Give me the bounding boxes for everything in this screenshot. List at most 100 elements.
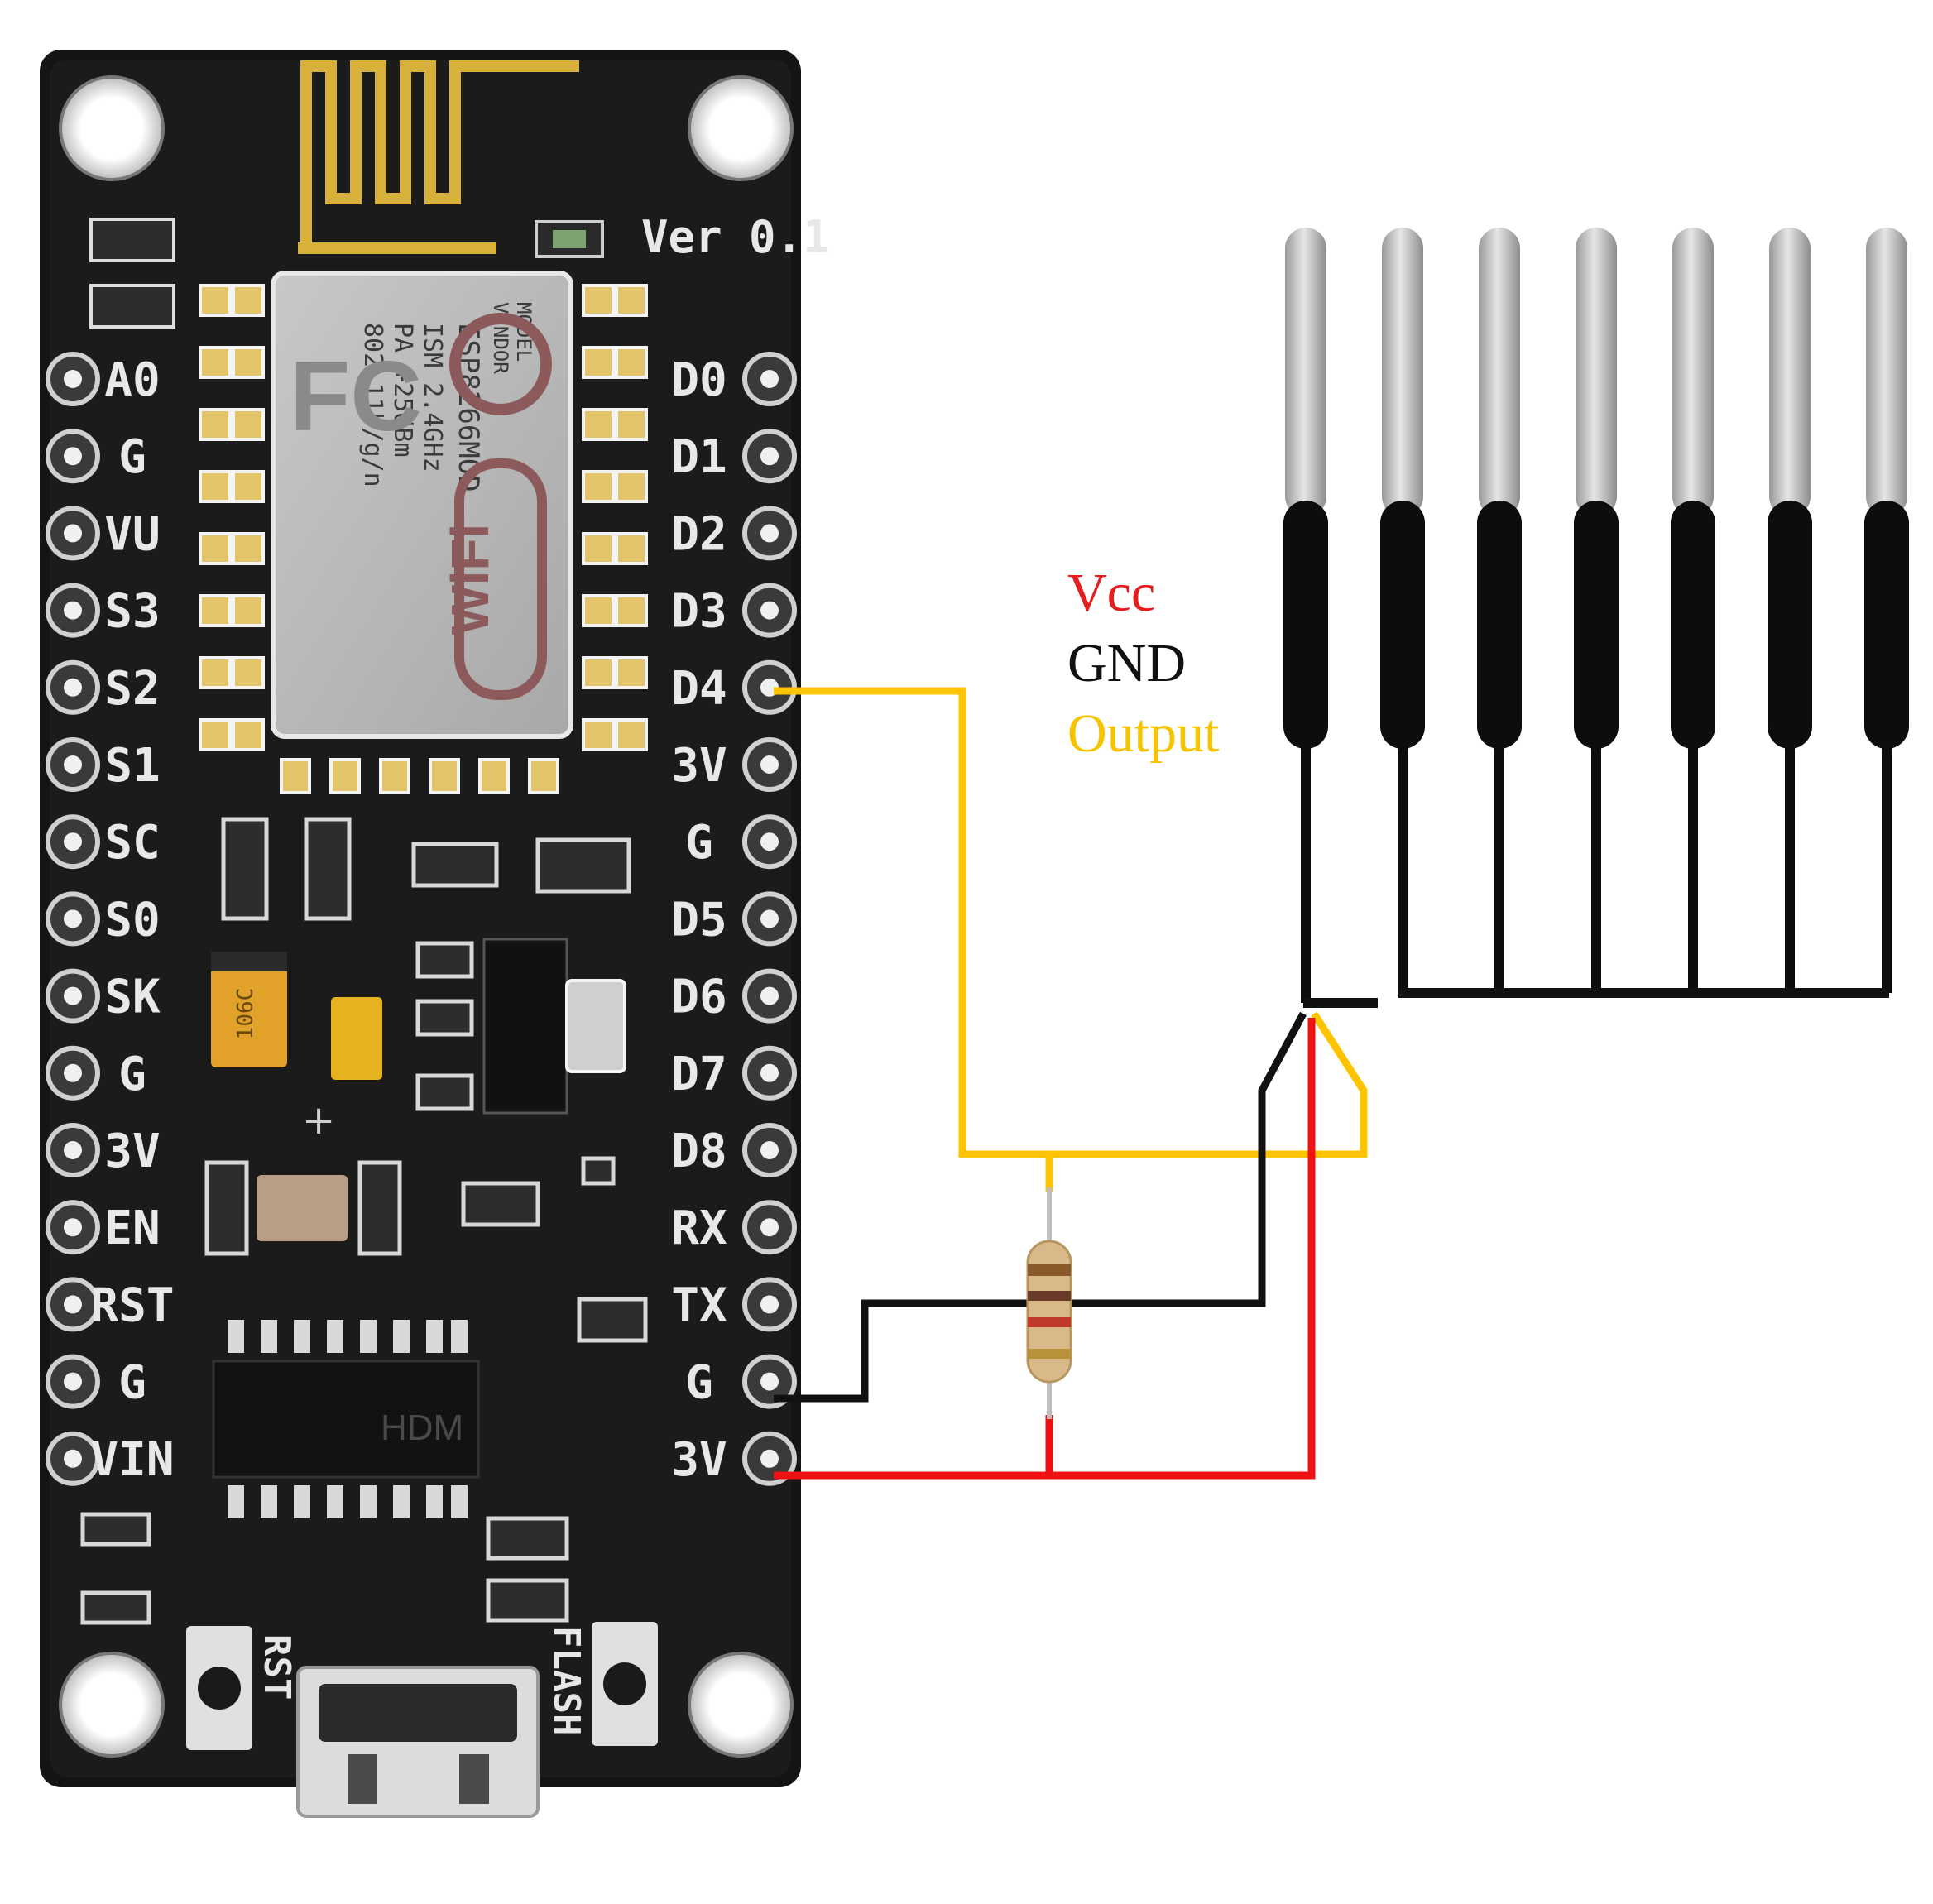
fcc-mark: FC xyxy=(290,341,422,452)
left-header-pin[interactable] xyxy=(46,1354,100,1409)
legend-vcc: Vcc xyxy=(1067,563,1155,623)
left-header-pin-label: SK xyxy=(104,971,161,1024)
left-header-pin-label: RST xyxy=(90,1278,174,1332)
right-header-pin-label: D0 xyxy=(671,353,727,407)
right-header-pin-label: D1 xyxy=(671,430,727,484)
module-spec-line: PA +25dBm xyxy=(388,323,417,458)
legend-gnd: GND xyxy=(1067,633,1186,693)
left-header-pin-label: A0 xyxy=(104,353,160,407)
right-header-pin[interactable] xyxy=(742,1123,797,1177)
small-capacitor xyxy=(331,997,382,1080)
flash-button-label: FLASH xyxy=(545,1626,588,1735)
left-header-pin-label: S0 xyxy=(104,893,160,947)
micro-usb-port[interactable] xyxy=(296,1666,540,1818)
flash-button[interactable] xyxy=(592,1622,658,1746)
reset-button-label: RST xyxy=(256,1634,298,1700)
right-header-pin[interactable] xyxy=(742,1200,797,1255)
module-bottom-pads xyxy=(280,758,559,794)
left-header-pin-label: G xyxy=(118,1356,146,1410)
right-header-pin[interactable] xyxy=(742,1431,797,1486)
temperature-probe xyxy=(1283,228,1328,1003)
temperature-probe xyxy=(1671,228,1715,993)
mount-hole-top-right xyxy=(688,75,794,181)
left-header-pin[interactable] xyxy=(46,506,100,561)
espressif-logo xyxy=(449,313,552,415)
nodemcu-board: Ver 0.1 xyxy=(40,50,830,1818)
left-header-pin-label: EN xyxy=(104,1201,160,1255)
mount-hole-top-left xyxy=(59,75,165,181)
left-header-pin[interactable] xyxy=(46,814,100,870)
left-header-pin[interactable] xyxy=(46,352,100,406)
vcc-wire xyxy=(774,1018,1316,1480)
ic-label: HDM xyxy=(381,1408,463,1448)
left-header-pin[interactable] xyxy=(46,583,100,638)
right-header-pin[interactable] xyxy=(742,1354,797,1409)
wifi-logo-badge xyxy=(454,458,547,700)
left-header-pin-label: S2 xyxy=(104,662,160,716)
right-header-pin-label: TX xyxy=(671,1278,727,1332)
wire-legend: Vcc GND Output xyxy=(1067,563,1219,764)
reset-button[interactable] xyxy=(186,1626,252,1750)
right-header-pin[interactable] xyxy=(742,737,797,792)
left-header-pin-label: VIN xyxy=(90,1433,174,1487)
left-header-pin-label: VU xyxy=(104,507,160,561)
pullup-resistor xyxy=(1026,1187,1072,1419)
right-header-pin-label: G xyxy=(685,816,713,870)
right-header-pin-label: RX xyxy=(671,1201,727,1255)
left-header-pin[interactable] xyxy=(46,659,100,715)
plus-mark: + xyxy=(302,1097,335,1144)
left-header-pin[interactable] xyxy=(46,968,100,1024)
temperature-probe xyxy=(1477,228,1522,993)
pcb-antenna xyxy=(300,60,579,248)
right-header-pin[interactable] xyxy=(742,659,797,715)
right-header-pin[interactable] xyxy=(742,1045,797,1101)
output-wire xyxy=(774,687,1368,1158)
wifi-logo: WiFi xyxy=(440,524,500,635)
left-header-pin[interactable] xyxy=(46,737,100,792)
right-header-pin[interactable] xyxy=(742,814,797,870)
module-spec-line: ISM 2.4GHz xyxy=(418,323,447,472)
right-header-pin-label: 3V xyxy=(671,739,727,793)
temperature-probe xyxy=(1574,228,1619,993)
esp8266-module: ESP8266MOD ISM 2.4GHz PA +25dBm 802.11b/… xyxy=(271,271,573,739)
left-header-pin[interactable] xyxy=(46,891,100,947)
right-header-pin-label: D7 xyxy=(671,1048,727,1101)
right-header-pin[interactable] xyxy=(742,583,797,638)
right-header-pin-label: D2 xyxy=(671,507,727,561)
right-header-pin-label: D5 xyxy=(671,893,727,947)
smd-components xyxy=(80,817,648,1625)
left-header-pin[interactable] xyxy=(46,1123,100,1177)
left-header-pin[interactable] xyxy=(46,1277,100,1332)
right-header-pin-label: G xyxy=(685,1356,713,1410)
module-spec-line: 802.11b/g/n xyxy=(358,323,387,487)
right-header-pin[interactable] xyxy=(742,352,797,406)
left-header-pin[interactable] xyxy=(46,1431,100,1486)
crystal xyxy=(257,1175,348,1241)
left-header-pin[interactable] xyxy=(46,1200,100,1255)
right-header-pin[interactable] xyxy=(742,891,797,947)
legend-output: Output xyxy=(1067,703,1219,764)
module-left-pads xyxy=(199,284,265,751)
temperature-probe xyxy=(1768,228,1812,993)
left-header-pin[interactable] xyxy=(46,1045,100,1101)
left-header-pin-label: S1 xyxy=(104,739,160,793)
tantalum-capacitor: 106C xyxy=(211,952,287,1067)
right-header-pin-label: 3V xyxy=(671,1433,727,1487)
left-header-pin-label: G xyxy=(118,430,146,484)
right-header-pin-label: D3 xyxy=(671,585,727,639)
voltage-regulator xyxy=(482,938,568,1115)
left-header-pin-label: S3 xyxy=(104,585,160,639)
right-header-pin-label: D4 xyxy=(671,662,727,716)
usb-serial-ic: HDM xyxy=(212,1320,480,1518)
right-header-pin[interactable] xyxy=(742,429,797,484)
right-header-pin[interactable] xyxy=(742,968,797,1024)
right-header-pin-label: D8 xyxy=(671,1125,727,1178)
right-header-pin[interactable] xyxy=(742,1277,797,1332)
left-header-pin-label: 3V xyxy=(104,1125,160,1178)
right-header-pin[interactable] xyxy=(742,506,797,561)
left-header-pin[interactable] xyxy=(46,429,100,484)
version-label: Ver 0.1 xyxy=(641,211,830,263)
